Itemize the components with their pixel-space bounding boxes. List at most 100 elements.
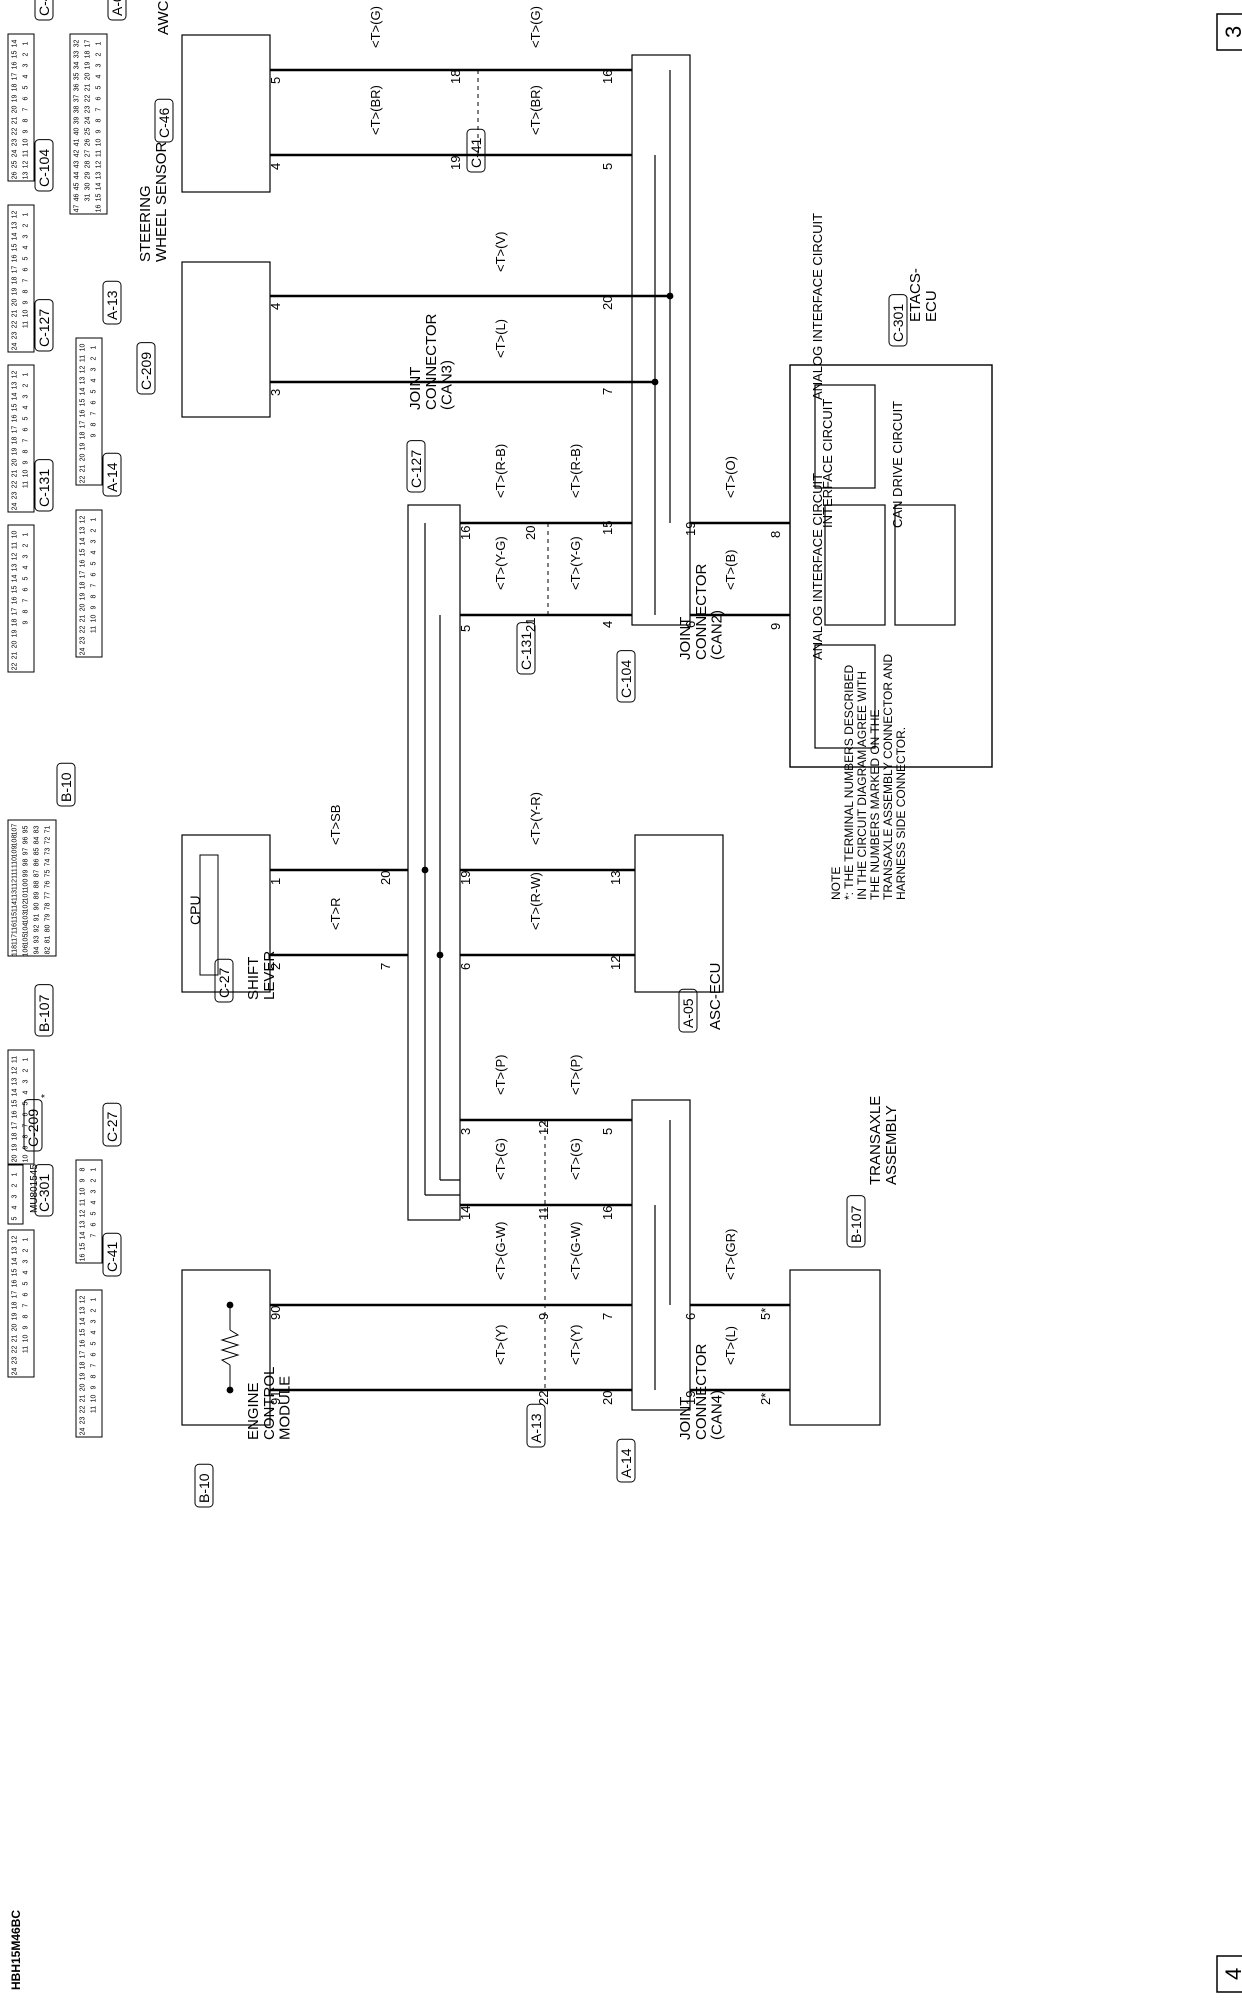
connector-legend-code-frame: [102, 280, 122, 325]
etacs-analog-label-2: ANALOG INTERFACE CIRCUIT: [810, 473, 825, 660]
connector-legend-pin: 18: [85, 51, 92, 59]
connector-legend-pin: 98: [23, 859, 30, 867]
connector-legend-pin: 7: [91, 1363, 98, 1367]
connector-legend-pin: 5: [23, 416, 30, 420]
can4-a-color-2: <T>(P): [568, 1055, 583, 1095]
connector-legend-outline: [75, 1289, 103, 1438]
connector-legend-pin: 10: [80, 1188, 87, 1196]
connector-legend-pin: 17: [12, 426, 19, 434]
asc-ecu-code-frame: [678, 988, 698, 1033]
asc-ecu-name: ASC-ECU: [707, 962, 724, 1030]
note-line: *: THE TERMINAL NUMBERS DESCRIBED: [842, 665, 856, 900]
connector-legend-pin: 15: [12, 1100, 19, 1108]
ecm-l-color-1: <T>(Y): [493, 1325, 508, 1365]
connector-legend-pin: 38: [74, 106, 81, 114]
connector-legend-pin: 16: [12, 1280, 19, 1288]
connector-legend-pin: 13: [80, 1221, 87, 1229]
connector-legend-pin: 103: [23, 912, 30, 924]
connector-legend-pin: 2: [23, 1068, 30, 1072]
connector-legend-pin: 15: [80, 399, 87, 407]
connector-legend-pin: 14: [80, 388, 87, 396]
etacs-wire-l-color: <T>(B): [723, 550, 738, 590]
connector-legend-code-frame: [107, 0, 127, 21]
connector-legend-code-frame: [34, 139, 54, 192]
connector-legend-pin: 22: [12, 128, 19, 136]
connector-legend-pin: 92: [34, 925, 41, 933]
connector-legend-outline: [75, 509, 103, 658]
connector-legend-pin: 13: [12, 382, 19, 390]
connector-legend-pin: 21: [80, 615, 87, 623]
connector-legend-code-frame: [102, 1232, 122, 1277]
sws-pin-4: 4: [268, 303, 283, 310]
etacs-analog-box-2: [814, 644, 876, 749]
connector-legend-pin: 104: [23, 923, 30, 935]
ecm-h-color-1: <T>(G-W): [493, 1222, 508, 1281]
steering-sensor-name: STEERINGWHEEL SENSOR: [137, 142, 170, 262]
connector-legend-pin: 12: [80, 1210, 87, 1218]
connector-legend-outline: [7, 364, 35, 513]
connector-legend-pin: 18: [12, 84, 19, 92]
joint-connector-can2-code-frame: [616, 650, 636, 703]
connector-legend-pin: 10: [12, 531, 19, 539]
sws-l-color: <T>(L): [493, 319, 508, 358]
connector-legend-code: B-10: [58, 772, 74, 802]
connector-legend-pin: 19: [85, 62, 92, 70]
awc-h-color-1: <T>(G): [368, 6, 383, 48]
connector-legend-pin: 21: [12, 310, 19, 318]
awc-l-color-2: <T>(BR): [528, 85, 543, 135]
connector-legend-pin: 13: [23, 172, 30, 180]
connector-legend-code: C-27: [104, 1111, 120, 1142]
can3-l-color-1: <T>(Y-G): [493, 536, 508, 590]
connector-legend-pin: 24: [80, 1428, 87, 1436]
can2-pin-20: 20: [600, 296, 615, 310]
connector-legend-outline: [7, 1049, 35, 1165]
connector-legend-code: B-107: [36, 994, 52, 1032]
connector-legend-pin: 20: [85, 73, 92, 81]
connector-legend-code: C-104: [36, 149, 52, 187]
etacs-ecu-name: ETACS-ECU: [907, 268, 940, 322]
tx-pin-2: 2*: [758, 1393, 773, 1405]
splice-dot: [421, 866, 429, 874]
asc-ecu-code: A-05: [680, 998, 696, 1028]
connector-legend-pin: 22: [85, 95, 92, 103]
connector-legend-code-frame: [34, 984, 54, 1037]
connector-legend-code: A-05: [109, 0, 125, 16]
connector-legend-pin: 5: [23, 1281, 30, 1285]
connector-legend-pin: 21: [12, 117, 19, 125]
connector-legend-outline: [69, 33, 108, 215]
connector-legend-pin: 16: [96, 205, 103, 213]
etacs-pin-8: 8: [768, 531, 783, 538]
connector-legend-outline: [7, 1229, 35, 1378]
connector-legend-pin: 22: [12, 663, 19, 671]
can4-b-color-1: <T>(G): [493, 1138, 508, 1180]
page-marker-bottom: 4: [1221, 1968, 1242, 1980]
connector-legend-pin: 1: [23, 1237, 30, 1241]
connector-legend-code: C-127: [36, 309, 52, 347]
connector-legend-pin: 20: [80, 1384, 87, 1392]
connector-legend-pin: 96: [23, 837, 30, 845]
connector-legend-outline: [75, 337, 103, 486]
connector-legend-pin: 19: [80, 593, 87, 601]
connector-legend-pin: 2: [23, 52, 30, 56]
can4-pin-5: 5: [600, 1128, 615, 1135]
joint-connector-can2-name: JOINTCONNECTOR(CAN2): [677, 563, 726, 660]
connector-legend-pin: 80: [45, 925, 52, 933]
can4-pin-19: 19: [683, 1391, 698, 1405]
transaxle-box: [789, 1269, 881, 1426]
connector-legend-pin: 105: [23, 934, 30, 946]
connector-legend-pin: 22: [80, 626, 87, 634]
shift-pin-2: 2: [268, 963, 283, 970]
connector-legend-code-frame: [56, 762, 76, 807]
awc-l-color-1: <T>(BR): [368, 85, 383, 135]
connector-legend-pin: 8: [91, 594, 98, 598]
connector-legend-pin: 19: [12, 1313, 19, 1321]
a13-pin-9: 9: [536, 1313, 551, 1320]
can4-b-color-2: <T>(G): [568, 1138, 583, 1180]
ecm-name: ENGINECONTROLMODULE: [245, 1367, 294, 1440]
can2-pin-19: 19: [683, 522, 698, 536]
connector-legend-pin: 43: [74, 161, 81, 169]
connector-legend-pin: 6: [91, 400, 98, 404]
connector-legend-pin: 20: [12, 106, 19, 114]
connector-legend-pin: 9: [23, 300, 30, 304]
